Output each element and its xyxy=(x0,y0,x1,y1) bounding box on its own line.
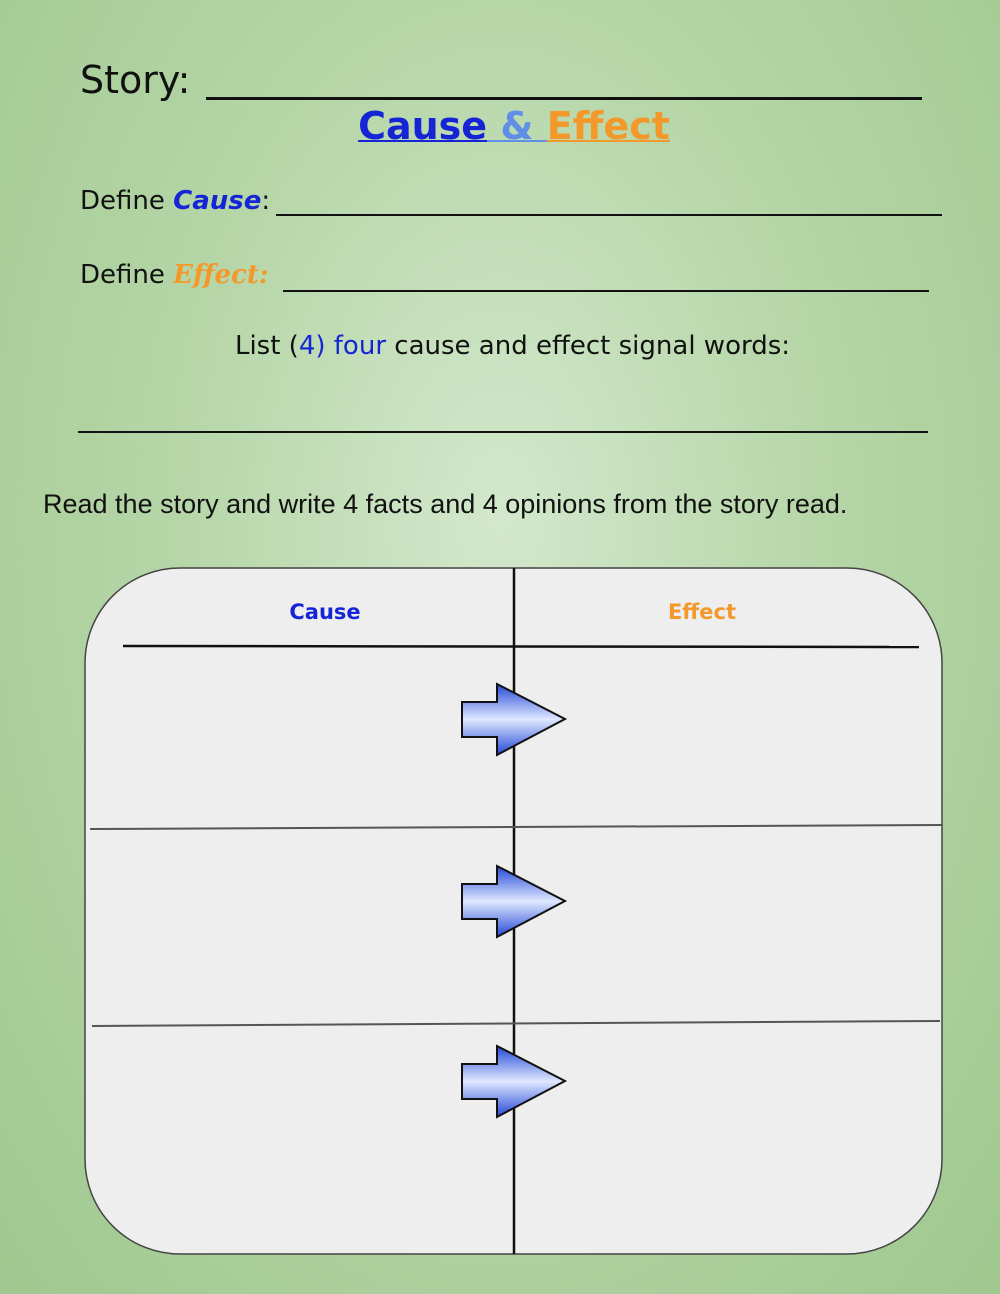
effect-cell-3[interactable] xyxy=(518,1025,928,1220)
define-effect-answer-line[interactable] xyxy=(283,290,929,292)
cause-cell-2[interactable] xyxy=(92,832,510,1022)
story-label: Story: xyxy=(80,58,191,102)
effect-cell-2[interactable] xyxy=(518,829,938,1019)
signal-word: four xyxy=(325,331,387,361)
right-arrow-icon xyxy=(461,864,568,939)
define-cause-keyword: Cause xyxy=(173,186,262,216)
define-cause-answer-line[interactable] xyxy=(276,214,942,216)
title-effect: Effect xyxy=(546,104,670,148)
effect-column-header: Effect xyxy=(668,600,736,624)
cause-cell-1[interactable] xyxy=(92,652,510,824)
header-divider xyxy=(122,644,920,649)
page-title: Cause & Effect xyxy=(0,104,1000,148)
title-cause: Cause xyxy=(358,104,488,148)
define-effect-keyword: Effect: xyxy=(173,260,269,290)
right-arrow-icon xyxy=(461,1044,568,1119)
right-arrow-icon xyxy=(461,682,568,757)
define-effect-label: Define Effect: xyxy=(80,260,268,290)
effect-cell-1[interactable] xyxy=(518,652,938,822)
row-divider-1 xyxy=(89,824,943,830)
define-cause-label: Define Cause: xyxy=(80,186,270,216)
signal-words-prompt: List (4) four cause and effect signal wo… xyxy=(0,331,1000,361)
signal-words-answer-line[interactable] xyxy=(78,431,928,433)
title-ampersand: & xyxy=(500,104,534,148)
cause-column-header: Cause xyxy=(289,600,360,624)
define-effect-prefix: Define xyxy=(80,260,174,290)
cause-cell-3[interactable] xyxy=(100,1030,510,1220)
define-cause-suffix: : xyxy=(261,186,271,216)
signal-paren: ) xyxy=(315,331,326,361)
story-answer-line[interactable] xyxy=(206,97,922,100)
signal-suffix: cause and effect signal words: xyxy=(386,331,791,361)
signal-number: 4 xyxy=(298,331,316,361)
row-divider-2 xyxy=(91,1020,941,1027)
instructions-text: Read the story and write 4 facts and 4 o… xyxy=(43,489,848,519)
define-cause-prefix: Define xyxy=(80,186,174,216)
signal-prefix: List ( xyxy=(234,331,299,361)
